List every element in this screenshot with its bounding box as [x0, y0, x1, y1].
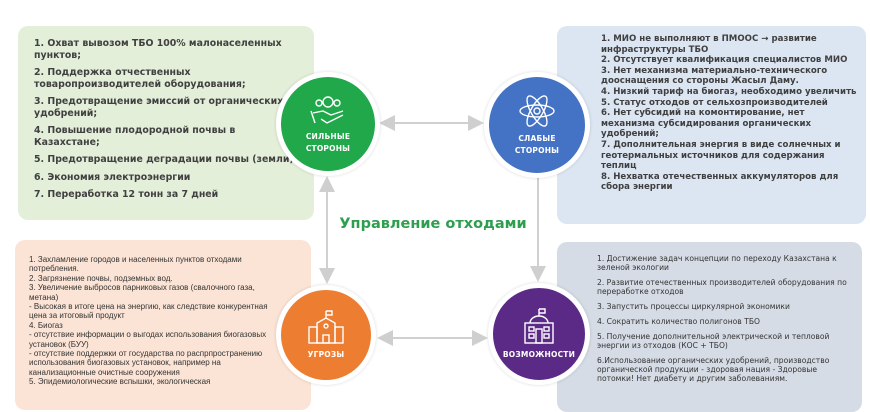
list-item: - Высокая в итоге цена на энергию, как с…	[29, 302, 268, 321]
diagram-title: Управление отходами	[339, 216, 527, 232]
weaknesses-panel: 1. МИО не выполняют в ПМООС → развитие и…	[557, 26, 866, 224]
list-item: 5. Статус отходов от сельхозпроизводител…	[601, 97, 828, 108]
list-item: 4. Биогаз	[29, 320, 63, 330]
list-item: 2. Развитие отечественных производителей…	[597, 278, 847, 297]
strengths-label-2: СТОРОНЫ	[305, 144, 351, 153]
list-item: 3. Предотвращение эмиссий от органически…	[34, 96, 284, 119]
list-item: 3. Нет механизма материально-техническог…	[601, 65, 828, 87]
weaknesses-label-2: СТОРОНЫ	[514, 146, 560, 155]
strengths-list: 1. Охват вывозом ТБО 100% малонаселенных…	[34, 38, 304, 201]
weaknesses-list: 1. МИО не выполняют в ПМООС → развитие и…	[601, 34, 858, 193]
list-item: 1. Захламление городов и населенных пунк…	[29, 255, 242, 274]
strengths-panel: 1. Охват вывозом ТБО 100% малонаселенных…	[18, 26, 314, 220]
government-building-icon	[524, 308, 554, 344]
list-item: 1. МИО не выполняют в ПМООС → развитие и…	[601, 34, 817, 55]
list-item: 5. Получение дополнительной электрическо…	[597, 331, 830, 351]
team-handshake-icon	[310, 96, 344, 124]
list-item: 3. Увеличение выбросов парниковых газов …	[29, 283, 255, 302]
list-item: 3. Запустить процессы циркулярной эконом…	[597, 302, 790, 312]
list-item: 6. Нет субсидий на комонтирование, нет м…	[601, 108, 812, 140]
threats-circle: УГРОЗЫ	[276, 285, 376, 385]
list-item: - отсутствие информации о выгодах исполь…	[29, 330, 267, 349]
opportunities-label: ВОЗМОЖНОСТИ	[502, 350, 576, 359]
list-item: 5. Эпидемиологические вспышки, экологиче…	[29, 377, 211, 387]
opportunities-list: 1. Достижение задач концепции по переход…	[597, 254, 854, 384]
threats-panel: 1. Захламление городов и населенных пунк…	[15, 240, 311, 410]
threats-label: УГРОЗЫ	[307, 350, 345, 359]
school-building-icon	[308, 310, 344, 344]
strengths-label-1: СИЛЬНЫЕ	[305, 132, 351, 141]
atom-icon	[519, 95, 555, 127]
strengths-circle: СИЛЬНЫЕ СТОРОНЫ	[276, 72, 380, 176]
list-item: 1. Достижение задач концепции по переход…	[597, 254, 837, 273]
threats-list: 1. Захламление городов и населенных пунк…	[29, 255, 269, 387]
list-item: - отсутствие поддержки от государства по…	[29, 349, 263, 377]
weaknesses-label-1: СЛАБЫЕ	[518, 134, 556, 143]
list-item: 2. Отсутствует квалификация специалистов…	[601, 55, 848, 66]
list-item: 4. Сократить количество полигонов ТБО	[597, 316, 761, 326]
opportunities-panel: 1. Достижение задач концепции по переход…	[557, 242, 862, 412]
list-item: 6. Экономия электроэнергии	[34, 171, 191, 183]
list-item: 5. Предотвращение деградации почвы (земл…	[34, 154, 294, 165]
list-item: 7. Переработка 12 тонн за 7 дней	[34, 189, 219, 200]
list-item: 7. Дополнительная энергия в виде солнечн…	[601, 139, 841, 172]
list-item: 1. Охват вывозом ТБО 100% малонаселенных…	[34, 38, 282, 61]
list-item: 8. Нехватка отечественных аккумуляторов …	[601, 171, 839, 193]
list-item: 6.Использование органических удобрений, …	[597, 355, 830, 384]
list-item: 2. Загрязнение почвы, подземных вод.	[29, 273, 173, 283]
list-item: 4. Низкий тариф на биогаз, необходимо ув…	[601, 86, 857, 97]
list-item: 4. Повышение плодородной почвы в Казахст…	[34, 125, 236, 148]
weaknesses-circle: СЛАБЫЕ СТОРОНЫ	[484, 72, 590, 178]
connector-arrows	[319, 115, 546, 346]
opportunities-circle: ВОЗМОЖНОСТИ	[488, 283, 590, 385]
list-item: 2. Поддержка отчественных товаропроизвод…	[34, 67, 246, 90]
